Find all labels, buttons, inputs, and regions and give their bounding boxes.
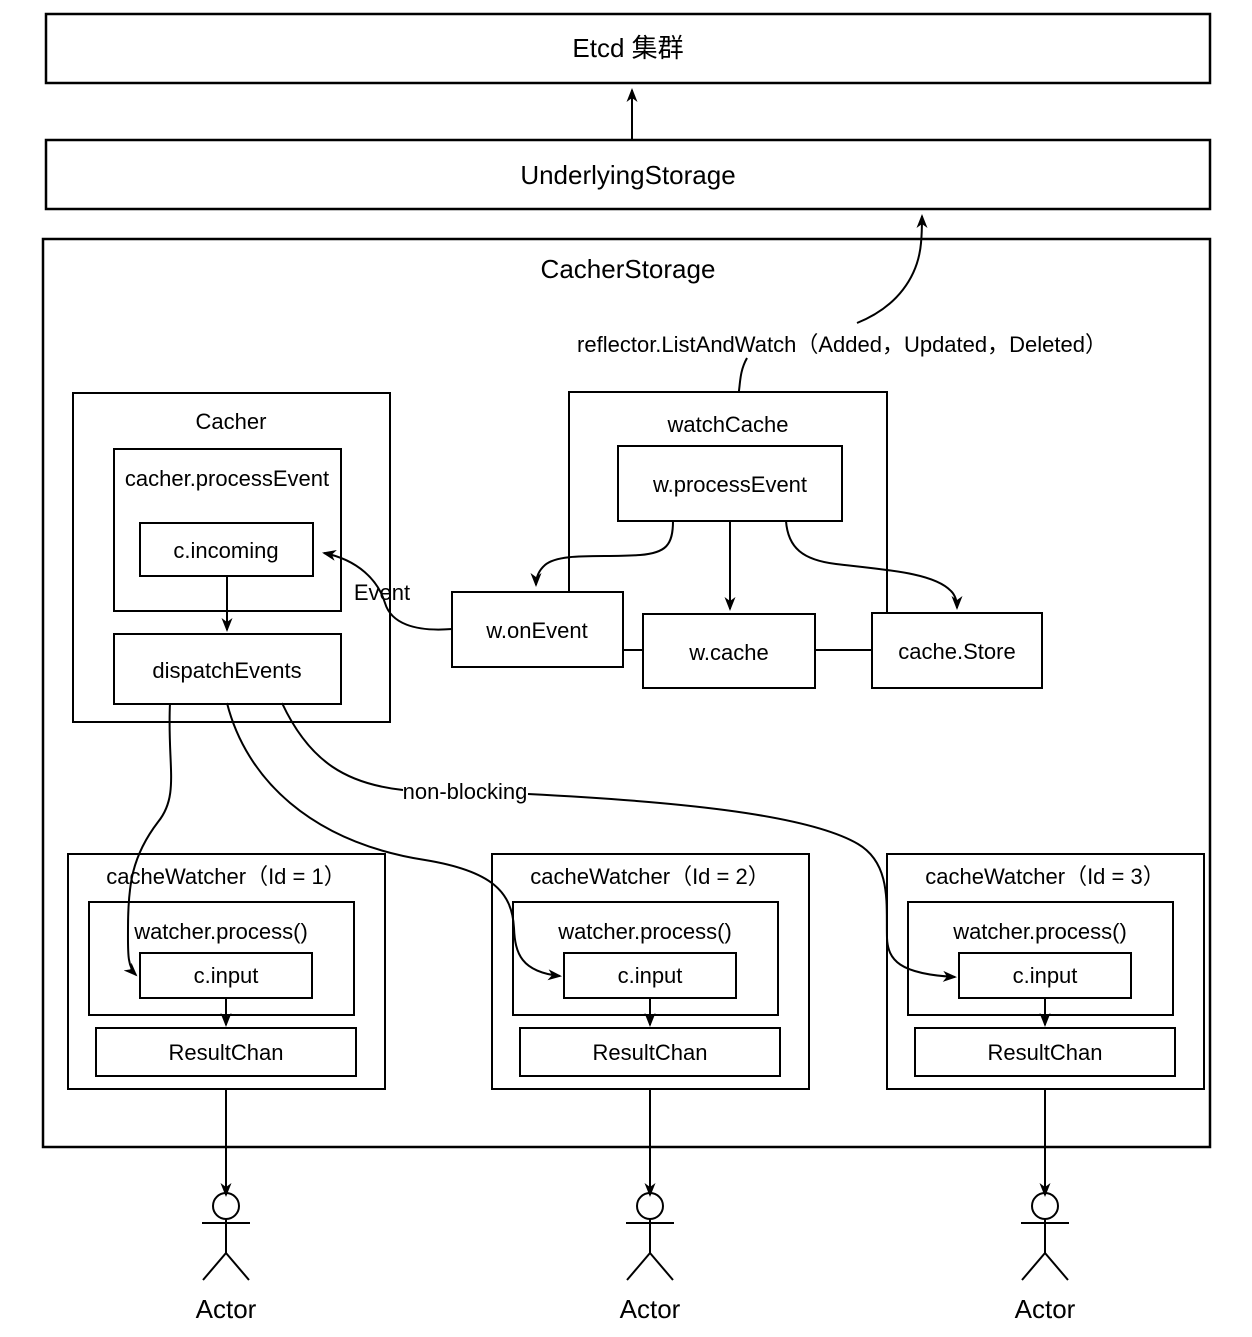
cachewatcher1-label: cacheWatcher（Id = 1）	[106, 864, 345, 889]
cachewatcher2-label: cacheWatcher（Id = 2）	[530, 864, 769, 889]
arrow-wprocessevent-to-cachestore	[785, 520, 963, 610]
etcd-cluster-label: Etcd 集群	[572, 33, 683, 63]
etcd-cluster-box	[44, 12, 1212, 85]
resultchan2-label: ResultChan	[593, 1040, 708, 1065]
dispatchevents-label: dispatchEvents	[152, 658, 301, 683]
resultchan3-label: ResultChan	[988, 1040, 1103, 1065]
cacher-processevent-label: cacher.processEvent	[125, 466, 329, 491]
w-onevent-box	[451, 591, 624, 668]
cachewatcher3-label: cacheWatcher（Id = 3）	[925, 864, 1164, 889]
cache-store-label: cache.Store	[898, 639, 1015, 664]
w-processevent-label: w.processEvent	[652, 472, 807, 497]
non-blocking-label: non-blocking	[403, 779, 528, 804]
c-incoming-box	[139, 522, 314, 577]
cacher-label: Cacher	[196, 409, 267, 434]
arrow-wonevent-to-cincoming	[322, 550, 453, 631]
curve-dispatch-to-nonblocking	[281, 702, 404, 791]
w-cache-label: w.cache	[688, 640, 769, 665]
c-input3-label: c.input	[1013, 963, 1078, 988]
actor3-label: Actor	[1015, 1294, 1076, 1324]
reflector-listandwatch-label: reflector.ListAndWatch（Added，Updated，Del…	[577, 332, 1107, 357]
resultchan1-box	[95, 1027, 357, 1077]
arrow-reflector-to-underlying	[856, 214, 928, 324]
resultchan3-box	[914, 1027, 1176, 1077]
watcher-process3-label: watcher.process()	[952, 919, 1127, 944]
dispatchevents-box	[113, 633, 342, 705]
watcher-process2-label: watcher.process()	[557, 919, 732, 944]
w-onevent-label: w.onEvent	[485, 618, 588, 643]
w-cache-box	[642, 613, 816, 689]
c-input1-label: c.input	[194, 963, 259, 988]
actor1-label: Actor	[196, 1294, 257, 1324]
underlying-storage-box	[44, 138, 1212, 211]
watcher-process1-label: watcher.process()	[133, 919, 308, 944]
actor3-icon	[1021, 1192, 1069, 1281]
c-input1-box	[139, 952, 313, 999]
c-input2-box	[563, 952, 737, 999]
cache-store-box	[871, 612, 1043, 689]
resultchan1-label: ResultChan	[169, 1040, 284, 1065]
arrow-nonblocking-to-cinput3	[527, 793, 957, 982]
actor2-label: Actor	[620, 1294, 681, 1324]
resultchan2-box	[519, 1027, 781, 1077]
event-label: Event	[354, 580, 410, 605]
watchcache-label: watchCache	[666, 412, 788, 437]
actor2-icon	[626, 1192, 674, 1281]
arrow-dispatch-to-cinput1	[123, 702, 173, 977]
c-input2-label: c.input	[618, 963, 683, 988]
c-incoming-label: c.incoming	[173, 538, 278, 563]
cacher-storage-label: CacherStorage	[541, 254, 716, 284]
arrow-dispatch-to-cinput2	[226, 702, 562, 981]
actor1-icon	[202, 1192, 250, 1281]
arrow-wprocessevent-to-wonevent	[530, 520, 674, 587]
underlying-storage-label: UnderlyingStorage	[520, 160, 735, 190]
